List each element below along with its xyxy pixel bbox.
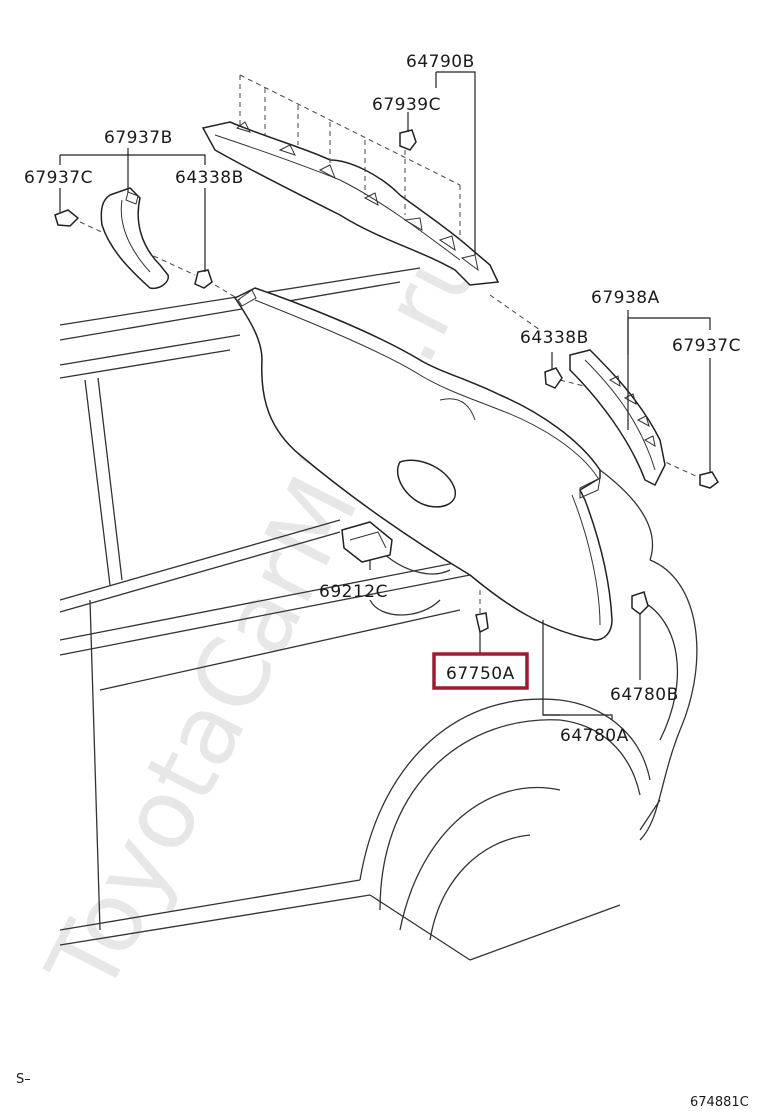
label-leaders	[59, 71, 711, 720]
clip-64338B-left-shape	[194, 269, 213, 289]
back-door-trim-board	[233, 287, 613, 641]
footer-left-mark: S–	[16, 1072, 31, 1087]
clip-67937C-right-shape	[699, 471, 719, 489]
label-67750A[interactable]: 67750A	[446, 664, 515, 684]
diagram-code: 674881C	[690, 1095, 749, 1110]
screw-67750A-shape	[475, 612, 489, 634]
label-64790B[interactable]: 64790B	[406, 52, 475, 72]
label-67938A[interactable]: 67938A	[591, 288, 660, 308]
right-pillar-garnish	[569, 349, 666, 487]
label-69212C[interactable]: 69212C	[319, 582, 388, 602]
clips	[54, 129, 719, 634]
upper-back-door-trim	[201, 121, 500, 286]
clip-67937C-left-shape	[54, 209, 80, 227]
label-64338B-left[interactable]: 64338B	[175, 168, 244, 188]
label-64780A[interactable]: 64780A	[560, 726, 629, 746]
clip-67939C-shape	[399, 129, 417, 151]
left-pillar-garnish	[100, 187, 169, 290]
selected-part-highlight	[432, 652, 529, 690]
clip-64338B-right-shape	[544, 367, 563, 389]
label-67937C-left[interactable]: 67937C	[24, 168, 93, 188]
label-67937C-right[interactable]: 67937C	[672, 336, 741, 356]
label-67937B[interactable]: 67937B	[104, 128, 173, 148]
clip-64780B-shape	[631, 591, 649, 615]
label-64780B[interactable]: 64780B	[610, 685, 679, 705]
label-67939C[interactable]: 67939C	[372, 95, 441, 115]
vehicle-body-outline	[59, 267, 698, 961]
label-64338B-right[interactable]: 64338B	[520, 328, 589, 348]
handle-69212C-shape	[341, 521, 393, 563]
